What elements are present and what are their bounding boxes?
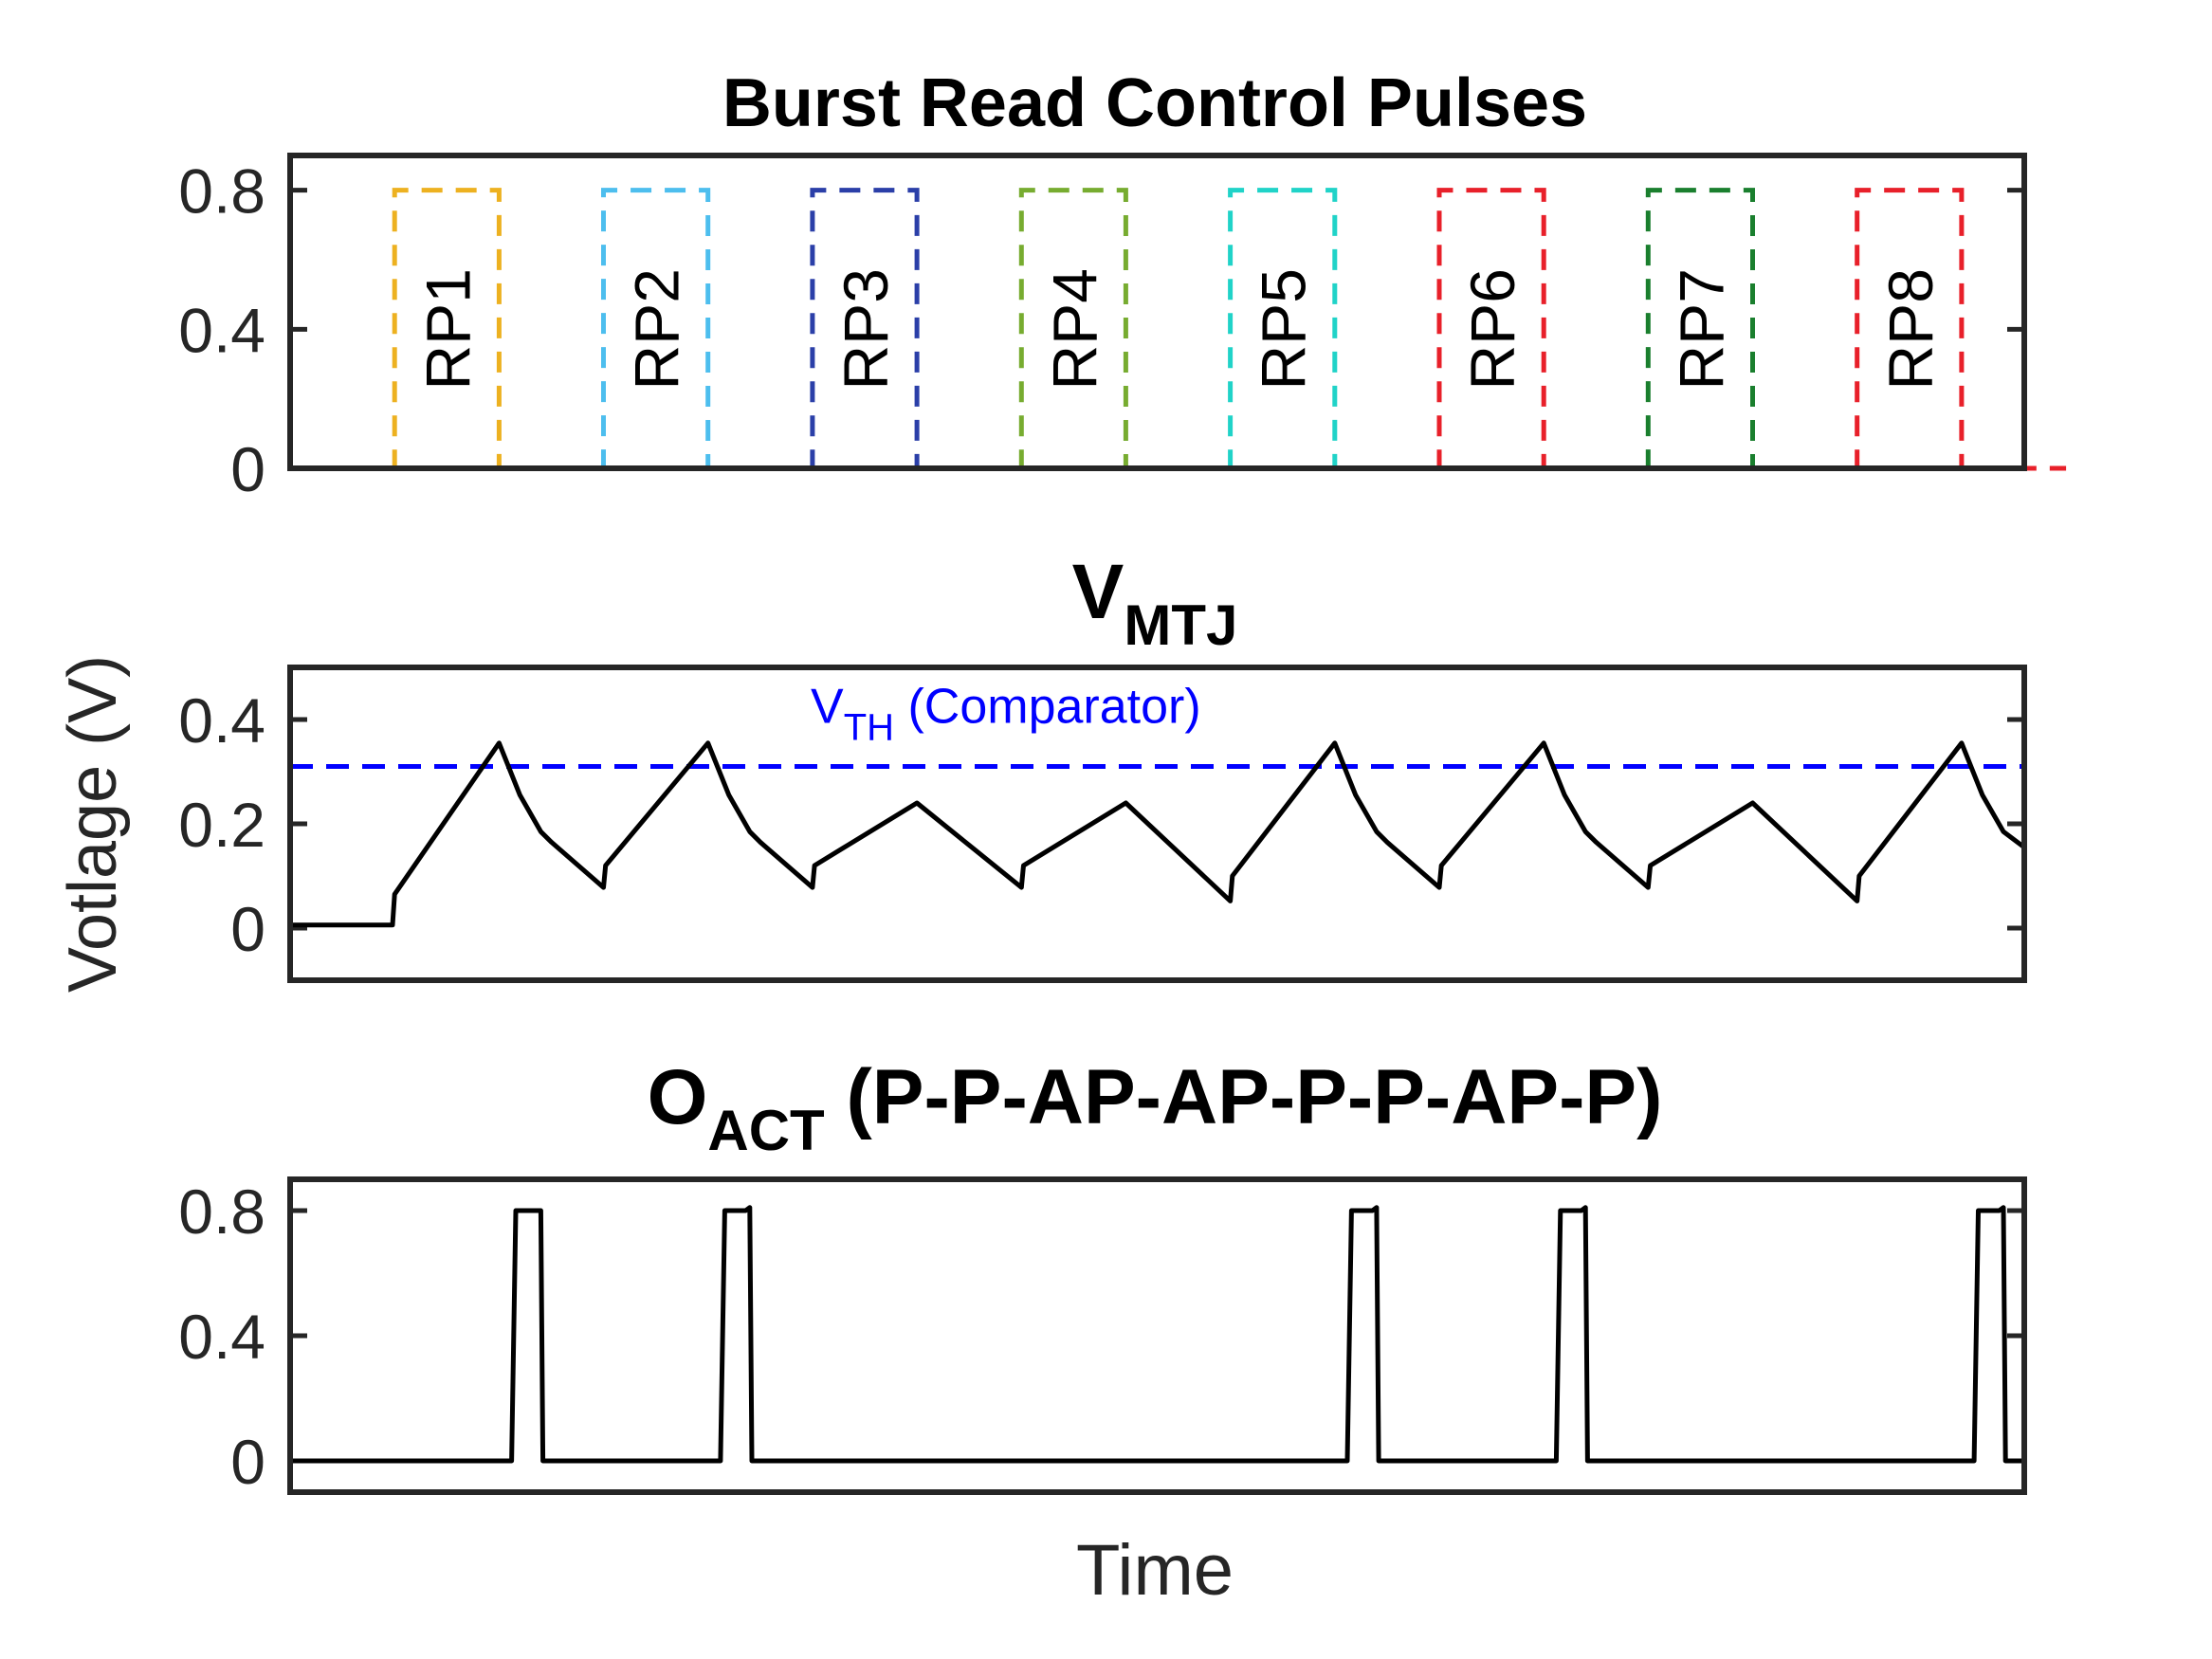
pulse-label: RP5 — [1249, 268, 1319, 390]
chart-title: VMTJ — [1072, 549, 1238, 657]
plot-area: 0 0.2 0.4 VTH (Comparator) — [178, 680, 2026, 964]
title-main: O — [648, 1054, 708, 1140]
y-tick-label: 0.4 — [178, 295, 265, 365]
pulse-label: RP4 — [1039, 268, 1109, 390]
y-tick-label: 0.8 — [178, 156, 265, 227]
pulse-label: RP7 — [1666, 268, 1736, 390]
threshold-label-rest: (Comparator) — [894, 680, 1201, 735]
threshold-label-sub: TH — [844, 707, 894, 749]
pulse-label: RP2 — [622, 268, 692, 390]
y-tick-label: 0.2 — [178, 790, 265, 860]
y-axis-label: Votlage (V) — [55, 655, 131, 993]
title-main: V — [1072, 549, 1124, 635]
title-subscript: ACT — [707, 1099, 824, 1162]
axes-box — [287, 153, 2027, 471]
title-subscript: MTJ — [1124, 593, 1237, 657]
panel-oact: OACT (P-P-AP-AP-P-P-AP-P) 0 0.4 0.8 Time — [178, 1054, 2027, 1611]
y-tick-label: 0.4 — [178, 1302, 265, 1372]
y-tick-label: 0.4 — [178, 685, 265, 756]
title-rest: (P-P-AP-AP-P-P-AP-P) — [825, 1054, 1663, 1140]
pulse-label: RP3 — [831, 268, 901, 390]
plot-area: 0 0.4 0.8 — [178, 1176, 2024, 1497]
threshold-label: VTH (Comparator) — [811, 680, 1201, 749]
y-tick-label: 0 — [230, 434, 265, 504]
pulse-label: RP8 — [1875, 268, 1946, 390]
x-axis-label: Time — [1076, 1530, 1234, 1611]
threshold-label-main: V — [811, 680, 844, 735]
axes-box — [287, 665, 2027, 983]
y-tick-label: 0.8 — [178, 1176, 265, 1247]
chart-title: Burst Read Control Pulses — [722, 65, 1587, 141]
axes-box — [287, 1176, 2027, 1495]
chart-title: OACT (P-P-AP-AP-P-P-AP-P) — [648, 1054, 1663, 1162]
y-tick-label: 0 — [230, 1427, 265, 1497]
oact-trace — [290, 1205, 2024, 1464]
vmtj-trace — [290, 740, 2026, 928]
y-tick-label: 0 — [230, 894, 265, 964]
pulse-label: RP1 — [412, 268, 483, 390]
pulse-label: RP6 — [1457, 268, 1527, 390]
